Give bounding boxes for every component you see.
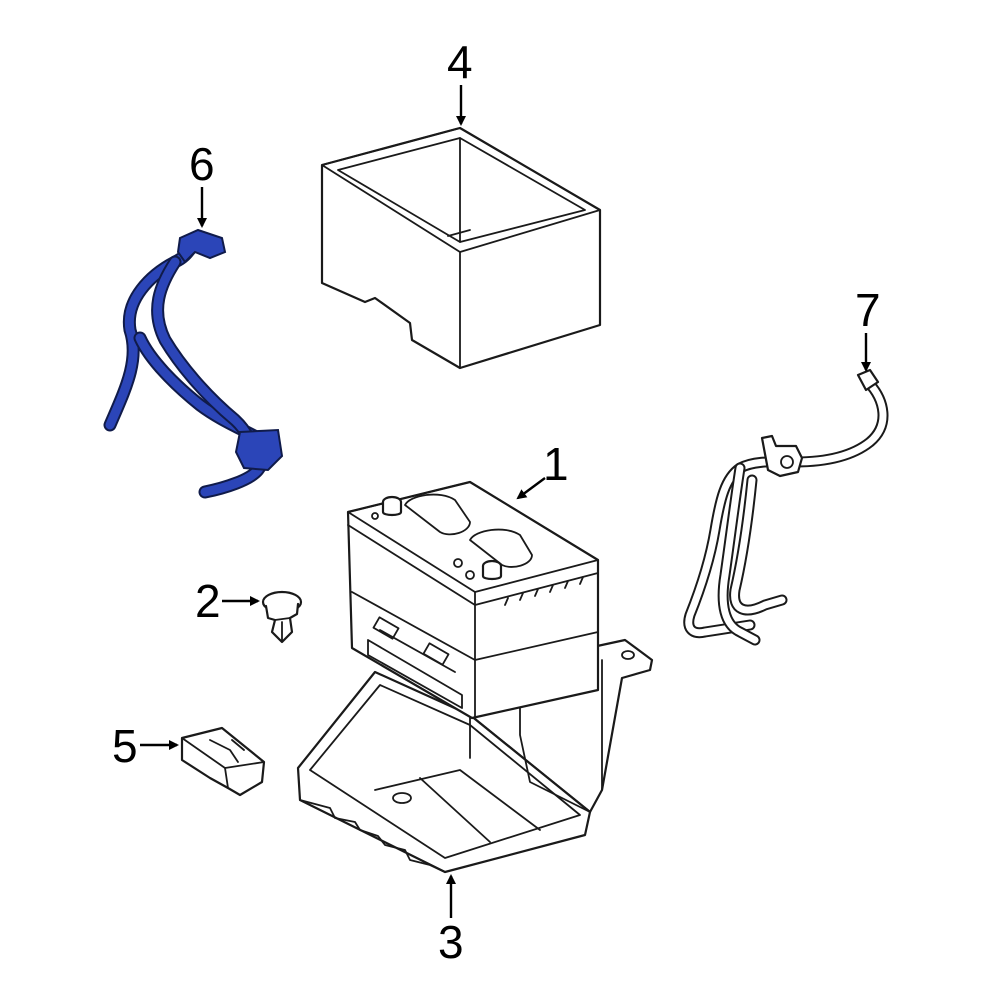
callout-label-6: 6 — [189, 138, 215, 190]
callout-label-5: 5 — [112, 720, 138, 772]
callout-arrow-1 — [516, 477, 546, 500]
callout-7: 7 — [855, 284, 881, 372]
hold-down-bolt — [261, 590, 303, 644]
battery — [346, 480, 600, 720]
negative-cable — [683, 368, 889, 646]
callout-label-1: 1 — [543, 438, 569, 490]
positive-cable — [103, 228, 284, 499]
callout-label-4: 4 — [447, 36, 473, 88]
battery-tray — [296, 638, 654, 874]
callout-label-3: 3 — [438, 916, 464, 968]
callout-6: 6 — [189, 138, 215, 228]
callout-5: 5 — [112, 720, 179, 772]
callout-2: 2 — [195, 575, 260, 627]
hold-down-clamp — [180, 726, 266, 797]
callout-1: 1 — [516, 438, 569, 500]
callout-4: 4 — [447, 36, 473, 126]
callout-3: 3 — [438, 874, 464, 968]
callout-label-2: 2 — [195, 575, 221, 627]
callout-label-7: 7 — [855, 284, 881, 336]
battery-cover — [320, 126, 602, 370]
